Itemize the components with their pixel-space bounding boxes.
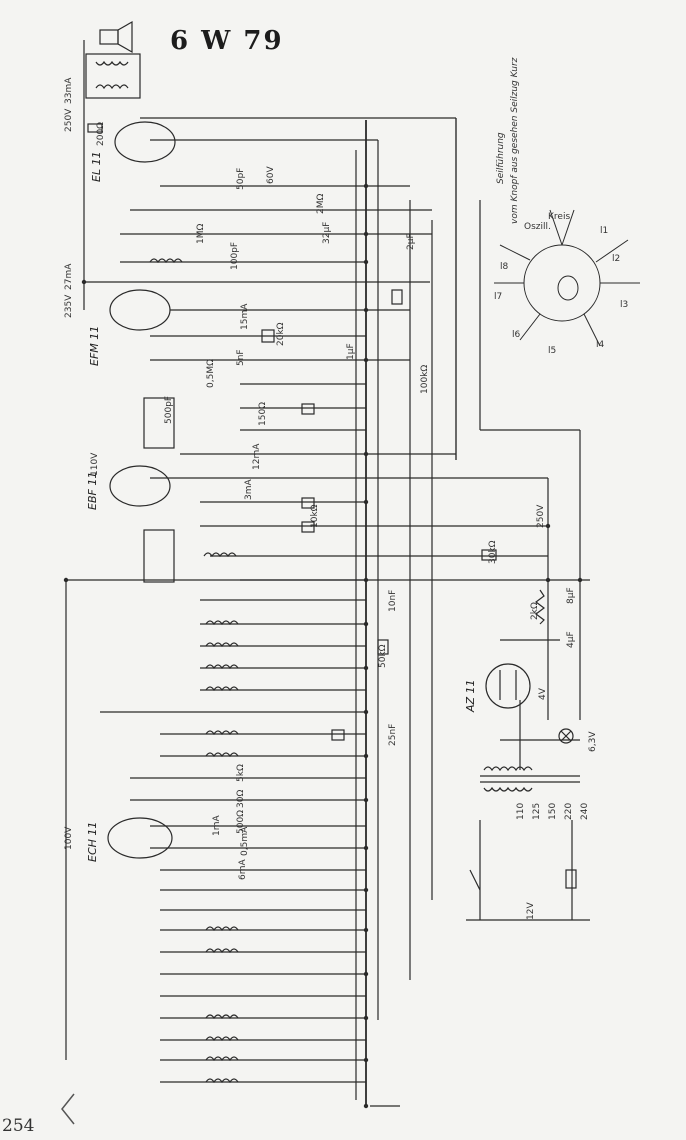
voltage-label: 6,3V xyxy=(588,731,598,752)
tube-ech11 xyxy=(107,817,173,859)
mains-tap-label: 110 xyxy=(516,802,526,820)
capacitor-label: 32µF xyxy=(322,221,332,244)
tube-label-efm11: EFM 11 xyxy=(88,325,101,366)
resistor-label: 50kΩ xyxy=(378,644,388,668)
resistor-label: 2kΩ xyxy=(530,602,540,620)
mains-tap-label: 220 xyxy=(564,802,574,820)
dial-label-oszill: Oszill. xyxy=(524,222,551,232)
tube-el11 xyxy=(114,121,176,163)
dial-note-line2: vom Knopf aus gesehen Seilzug Kurz xyxy=(510,57,520,224)
resistor-label: 2MΩ xyxy=(316,193,326,214)
resistor-label: 30kΩ xyxy=(488,540,498,564)
voltage-label: 60V xyxy=(266,166,276,184)
voltage-label: 250V xyxy=(64,108,74,132)
capacitor-label: 500pF xyxy=(164,395,174,424)
capacitor-label: 100pF xyxy=(230,241,240,270)
resistor-label: 0,5MΩ xyxy=(206,359,216,388)
current-label: 27mA xyxy=(64,263,74,290)
tube-label-ech11: ECH 11 xyxy=(86,821,99,862)
back-arrow-icon[interactable] xyxy=(58,1092,80,1126)
capacitor-label: 4µF xyxy=(566,631,576,648)
tube-label-ebf11: EBF 11 xyxy=(86,471,99,510)
capacitor-label: 50pF xyxy=(236,167,246,190)
dial-diagram xyxy=(494,209,640,347)
dial-label-2: l2 xyxy=(612,254,621,264)
tube-ebf11 xyxy=(109,465,171,507)
voltage-label: 100V xyxy=(64,826,74,850)
tube-label-el11: EL 11 xyxy=(90,151,103,182)
dial-label-5: l5 xyxy=(548,346,557,356)
voltage-label: 250V xyxy=(536,504,546,528)
current-label: 6mA xyxy=(238,859,248,880)
capacitor-label: 10nF xyxy=(388,589,398,612)
resistor-label: 1MΩ xyxy=(196,223,206,244)
dial-label-3: l3 xyxy=(620,300,629,310)
voltage-label: 235V xyxy=(64,294,74,318)
dial-label-8: l8 xyxy=(500,262,509,272)
resistor-label: 100kΩ xyxy=(420,364,430,394)
current-label: 1mA xyxy=(212,815,222,836)
resistor-label: 200Ω xyxy=(96,121,106,146)
resistor-label: 10kΩ xyxy=(310,504,320,528)
resistor-label: 5kΩ xyxy=(236,764,246,782)
page-number: 254 xyxy=(2,1116,35,1136)
mains-tap-label: 125 xyxy=(532,802,542,820)
tube-efm11 xyxy=(109,289,171,331)
current-label: 3mA xyxy=(244,479,254,500)
resistor-label: 500Ω xyxy=(236,809,246,834)
capacitor-label: 2µF xyxy=(406,233,416,250)
resistor-label: 30Ω xyxy=(236,789,246,808)
dial-label-7: l7 xyxy=(494,292,503,302)
current-label: 33mA xyxy=(64,77,74,104)
mains-tap-label: 150 xyxy=(548,802,558,820)
resistor-label: 150Ω xyxy=(258,401,268,426)
voltage-label: 12V xyxy=(526,902,536,920)
capacitor-label: 1µF xyxy=(346,343,356,360)
dial-note-line1: Seilführung xyxy=(496,132,506,184)
dial-label-kreis: Kreis xyxy=(548,212,571,222)
capacitor-label: 8µF xyxy=(566,587,576,604)
dial-label-1: l1 xyxy=(600,226,609,236)
speaker-icon xyxy=(99,20,133,54)
capacitor-label: 5nF xyxy=(236,349,246,366)
mains-tap-label: 240 xyxy=(580,802,590,820)
tube-az11 xyxy=(485,663,531,709)
capacitor-label: 25nF xyxy=(388,723,398,746)
page-title: 6 W 79 xyxy=(170,26,284,56)
dial-label-6: l6 xyxy=(512,330,521,340)
resistor-label: 20kΩ xyxy=(276,322,286,346)
current-label: 12mA xyxy=(252,443,262,470)
dial-label-4: l4 xyxy=(596,340,605,350)
current-label: 15mA xyxy=(240,303,250,330)
voltage-label: 110V xyxy=(90,452,100,476)
tube-label-az11: AZ 11 xyxy=(464,679,477,712)
voltage-label: 4V xyxy=(538,688,548,700)
